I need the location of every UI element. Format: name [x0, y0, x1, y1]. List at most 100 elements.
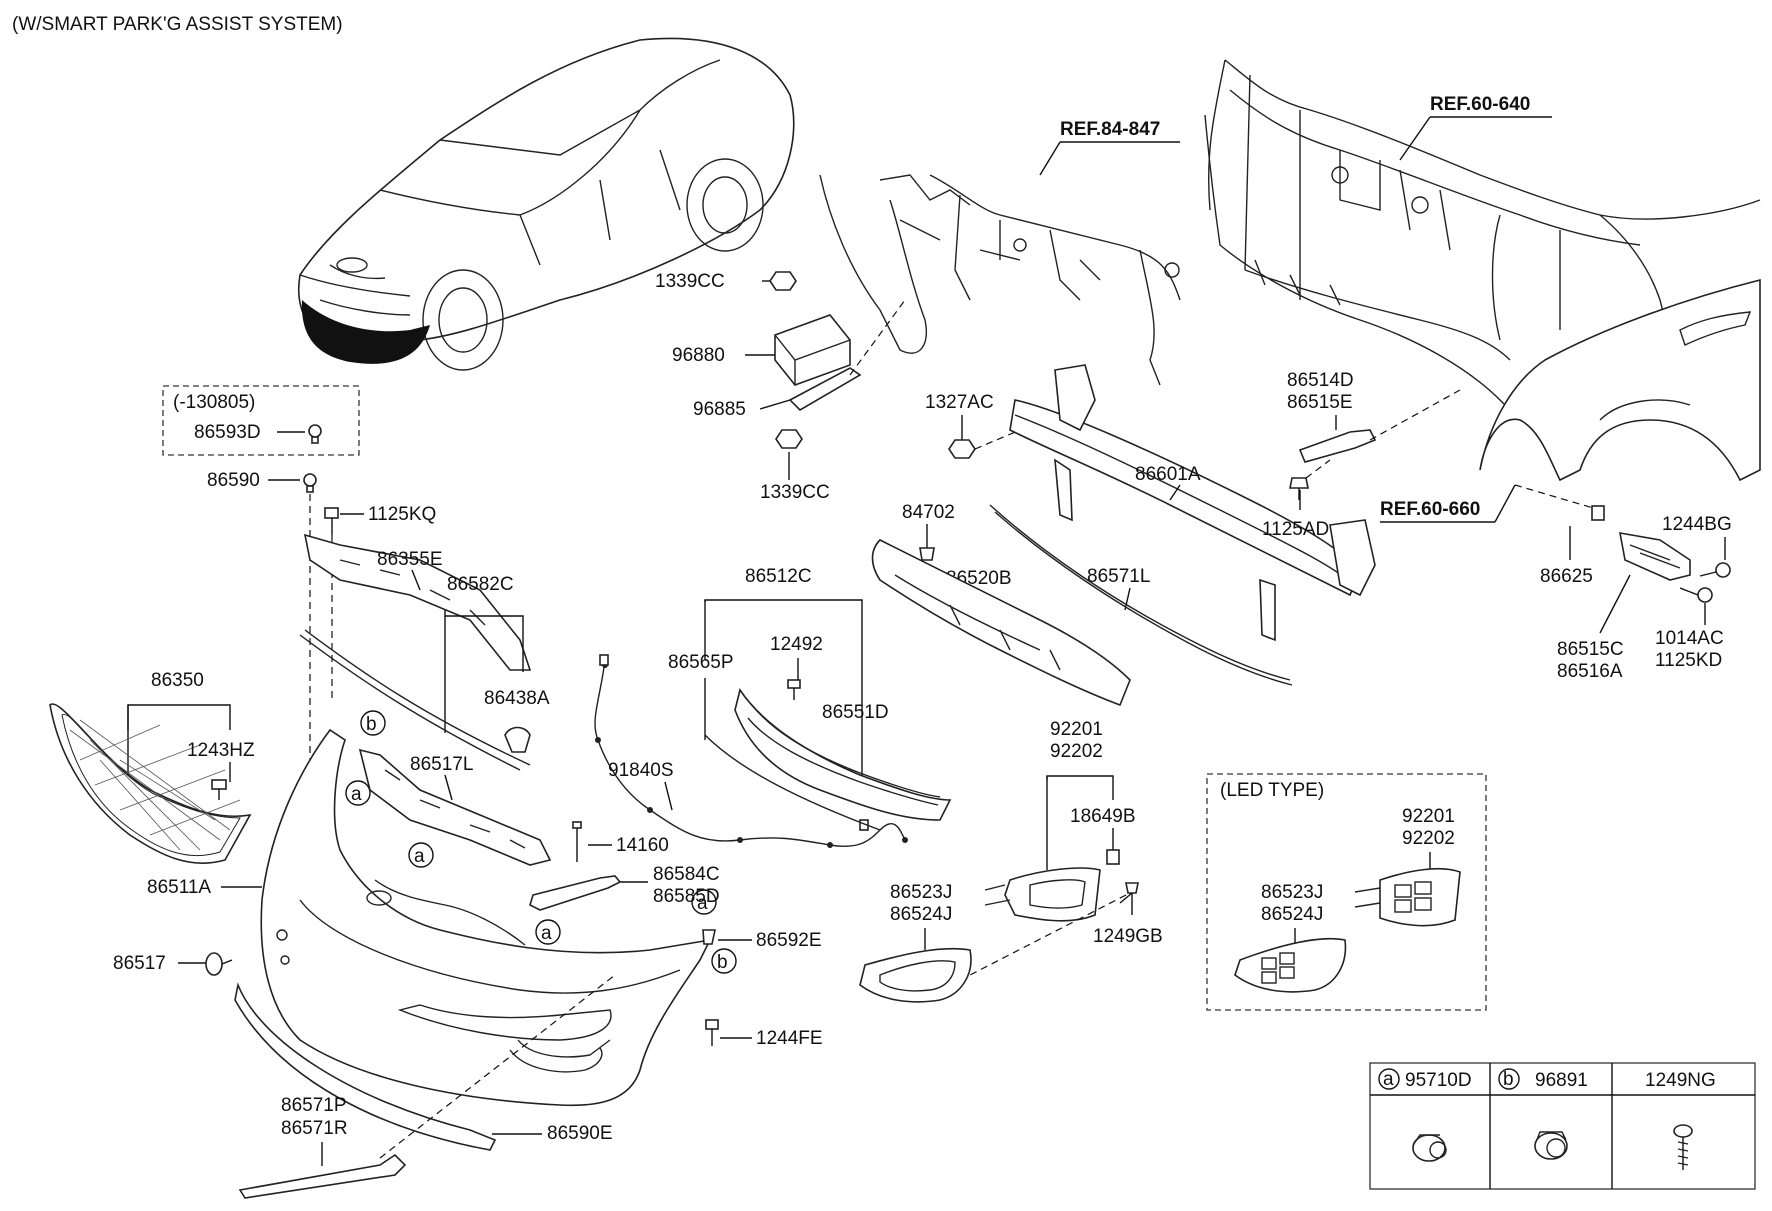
bolt-1125AD-icon — [1289, 477, 1309, 500]
led-type-box — [1206, 773, 1487, 1011]
parking-sensor-bracket-icon — [1534, 1131, 1568, 1160]
bolt-1014AC-icon — [1679, 587, 1713, 603]
legend-part-1249NG: 1249NG — [1645, 1070, 1716, 1091]
parking-sensor-icon — [1412, 1134, 1447, 1162]
label-1339CC-upper: 1339CC — [655, 271, 725, 292]
clip-86593D-icon — [308, 424, 322, 444]
nut-1327AC-icon — [948, 439, 976, 459]
screw-icon — [1673, 1124, 1693, 1170]
early-production-box — [162, 385, 360, 456]
led-fog-lamp-92201 — [1354, 867, 1461, 927]
molding-strip-86582C — [299, 634, 521, 771]
callout-a-4: a — [691, 889, 717, 915]
legend-part-95710D: 95710D — [1405, 1070, 1472, 1091]
radiator-grille-86350 — [49, 703, 252, 864]
label-86524J-main: 86524J — [890, 904, 952, 925]
bracket-96885 — [788, 367, 862, 412]
legend-letter-a: a — [1383, 1069, 1394, 1090]
label-86514D: 86514D — [1287, 370, 1354, 391]
label-86585D: 86585D — [653, 886, 720, 907]
screw-1243HZ-icon — [211, 779, 227, 800]
svg-text:a: a — [541, 923, 552, 944]
callout-a-1: a — [345, 780, 371, 806]
control-module-96880 — [774, 314, 851, 386]
svg-text:a: a — [414, 846, 425, 867]
bulb-18649B-icon — [1106, 849, 1120, 865]
bracket-86514D — [1298, 429, 1377, 463]
svg-text:b: b — [717, 952, 728, 973]
label-86355E: 86355E — [377, 549, 443, 570]
label-92202-led: 92202 — [1402, 828, 1455, 849]
legend-part-96891: 96891 — [1535, 1070, 1588, 1091]
label-86601A: 86601A — [1135, 464, 1201, 485]
callout-b-2: b — [711, 948, 737, 974]
front-bumper-cover-86511A — [260, 728, 712, 1107]
cowl-crossmember-ref-84-847 — [819, 174, 1181, 386]
bolt-1244BG-icon — [1699, 562, 1731, 578]
label-86350: 86350 — [151, 670, 204, 691]
clip-86590-icon — [303, 473, 317, 493]
bracket-86584C — [529, 875, 622, 911]
fog-lamp-92201 — [984, 867, 1101, 922]
label-86524J-led: 86524J — [1261, 904, 1323, 925]
fog-lamp-bezel-86523J — [859, 947, 972, 1003]
svg-text:b: b — [366, 714, 377, 735]
strip-86565P — [704, 734, 881, 831]
label-86438A: 86438A — [484, 688, 550, 709]
label-1125AD: 1125AD — [1262, 519, 1329, 540]
radiator-support-ref-60-640 — [1204, 59, 1761, 421]
label-86592E: 86592E — [756, 930, 822, 951]
label-86511A: 86511A — [147, 877, 211, 898]
label-86523J-led: 86523J — [1261, 882, 1323, 903]
label-86571P: 86571P — [281, 1095, 347, 1116]
lower-lip-86590E — [234, 982, 497, 1151]
screw-1249GB-icon — [1119, 882, 1139, 904]
bolt-1125KQ-icon — [324, 507, 339, 535]
bumper-bracket-86517L — [358, 748, 552, 866]
label-86515E: 86515E — [1287, 392, 1353, 413]
nut-1339CC-lower-icon — [775, 429, 803, 449]
svg-text:a: a — [697, 893, 708, 914]
label-86523J-main: 86523J — [890, 882, 952, 903]
label-92201-led: 92201 — [1402, 806, 1455, 827]
label-96880: 96880 — [672, 345, 725, 366]
label-86512C: 86512C — [745, 566, 812, 587]
label-1125KQ: 1125KQ — [368, 504, 436, 525]
lower-grille-86551D — [734, 688, 952, 821]
side-bracket-86515C — [1619, 532, 1691, 581]
strip-86571P — [238, 1153, 407, 1199]
label-92202-main: 92202 — [1050, 741, 1103, 762]
label-86551D: 86551D — [822, 702, 889, 723]
label-1249GB: 1249GB — [1093, 926, 1163, 947]
strip-86571L — [989, 504, 1293, 686]
label-86625: 86625 — [1540, 566, 1593, 587]
led-box-label: (LED TYPE) — [1220, 780, 1324, 801]
vehicle-illustration — [298, 37, 795, 371]
label-1125KD: 1125KD — [1655, 650, 1722, 671]
label-91840S: 91840S — [608, 760, 674, 781]
callout-a-2: a — [408, 842, 434, 868]
bumper-beam-86601A — [1009, 364, 1376, 642]
label-1244BG: 1244BG — [1662, 514, 1732, 535]
ref-60-640: REF.60-640 — [1430, 94, 1530, 115]
front-fender-ref-60-660 — [1479, 278, 1761, 482]
callout-b-1: b — [360, 710, 386, 736]
label-1243HZ: 1243HZ — [187, 740, 255, 761]
upper-bracket-86355E — [303, 533, 532, 671]
label-86590E: 86590E — [547, 1123, 613, 1144]
label-12492: 12492 — [770, 634, 823, 655]
label-86515C: 86515C — [1557, 639, 1624, 660]
svg-text:a: a — [351, 784, 362, 805]
label-1014AC: 1014AC — [1655, 628, 1724, 649]
cap-86517-icon — [205, 952, 233, 976]
label-86517: 86517 — [113, 953, 166, 974]
label-96885: 96885 — [693, 399, 746, 420]
label-86582C: 86582C — [447, 574, 514, 595]
label-1244FE: 1244FE — [756, 1028, 823, 1049]
label-86571R: 86571R — [281, 1118, 348, 1139]
energy-absorber-86520B — [871, 539, 1131, 707]
callout-a-3: a — [535, 919, 561, 945]
clip-86438A-icon — [504, 726, 531, 753]
label-86593D: 86593D — [194, 422, 261, 443]
